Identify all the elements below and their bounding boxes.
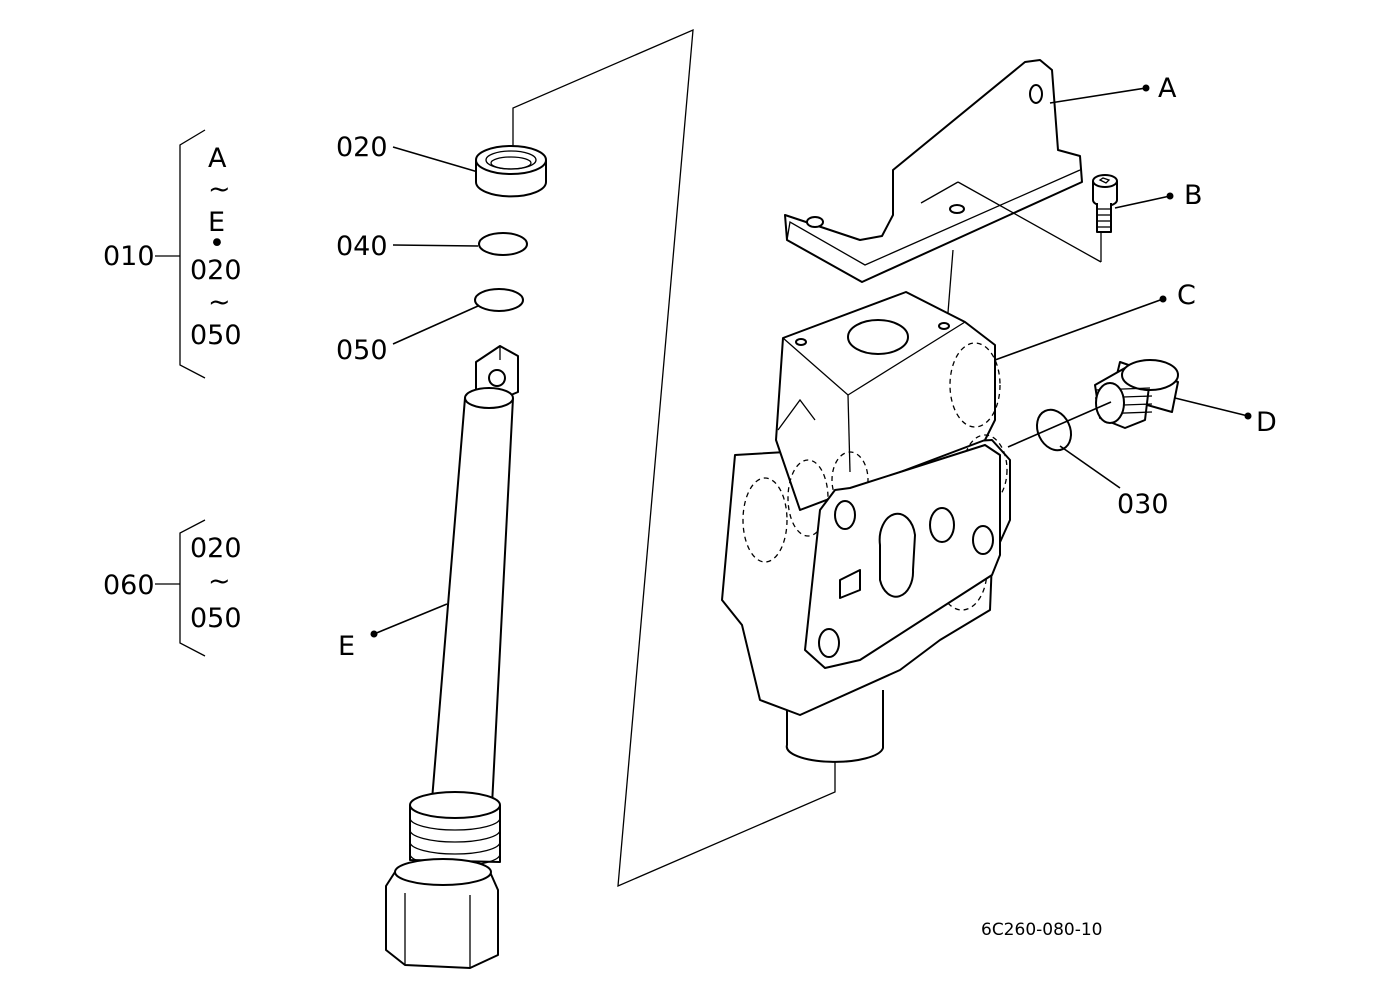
seal-ring-020 xyxy=(475,145,547,198)
group-010-line-tilde-1: ~ xyxy=(208,174,231,205)
bracket-a xyxy=(784,59,1102,326)
assembly-center-line xyxy=(512,28,836,888)
group-010-line-dot: • xyxy=(209,228,225,259)
o-ring-030 xyxy=(1035,408,1073,452)
callout-030: 030 xyxy=(1117,489,1169,520)
group-060-code: 060 xyxy=(103,570,155,601)
group-010-line-tilde-2: ~ xyxy=(208,287,231,318)
group-060-bracket: 060 020 ~ 050 xyxy=(103,519,242,657)
callout-b: B xyxy=(1184,180,1203,211)
callout-d: D xyxy=(1256,407,1277,438)
group-010-bracket: 010 A ~ E • 020 ~ 050 xyxy=(103,129,242,379)
group-060-line-050: 050 xyxy=(190,603,242,634)
o-ring-050 xyxy=(474,288,524,312)
plug-d xyxy=(1094,359,1179,429)
callout-020: 020 xyxy=(336,132,388,163)
bolt-b xyxy=(1092,174,1118,233)
group-010-line-e: E xyxy=(208,207,225,238)
spool-e xyxy=(385,345,519,969)
group-010-line-020: 020 xyxy=(190,255,242,286)
callout-050: 050 xyxy=(336,335,388,366)
o-ring-040 xyxy=(478,232,528,256)
valve-body-c xyxy=(721,291,1011,763)
group-060-line-020: 020 xyxy=(190,533,242,564)
callout-e: E xyxy=(338,631,355,662)
group-010-code: 010 xyxy=(103,241,155,272)
group-060-line-tilde: ~ xyxy=(208,566,231,597)
callout-c: C xyxy=(1177,280,1196,311)
group-010-line-050: 050 xyxy=(190,320,242,351)
callout-040: 040 xyxy=(336,231,388,262)
drawing-code: 6C260-080-10 xyxy=(981,920,1102,940)
callout-a: A xyxy=(1158,73,1177,104)
group-010-line-a: A xyxy=(208,143,227,174)
